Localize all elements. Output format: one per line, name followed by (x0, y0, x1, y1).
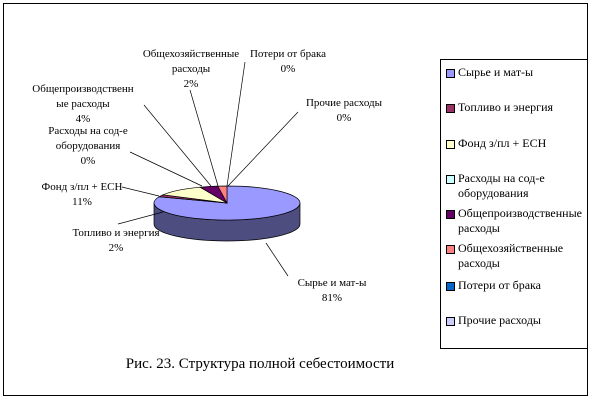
data-label-3: Расходы на сод-е оборудования 0% (48, 125, 128, 167)
data-label-percent: 0% (81, 155, 96, 167)
legend-label: Общехозяйственные расходы (458, 241, 564, 270)
legend-swatch (446, 317, 455, 326)
data-label-0: Сырье и мат-ы 81% (298, 277, 367, 304)
leader-line-0 (265, 242, 289, 277)
data-label-6: Потери от брака 0% (250, 48, 326, 75)
leader-line-7 (227, 111, 299, 187)
data-label-name: Прочие расходы (306, 97, 383, 109)
legend-swatch (446, 140, 455, 149)
data-label-percent: 2% (109, 242, 124, 254)
data-label-7: Прочие расходы 0% (306, 97, 383, 124)
leader-line-1 (117, 211, 164, 225)
legend-label: Расходы на сод-е оборудования (458, 171, 545, 200)
legend-swatch (446, 282, 455, 291)
leader-line-5 (189, 89, 219, 187)
legend-label: Фонд з/пл + ЕСН (458, 136, 547, 150)
legend-swatch (446, 175, 455, 184)
legend-label: Сырье и мат-ы (458, 65, 534, 79)
legend-label: Потери от брака (458, 278, 541, 292)
leader-line-6 (226, 61, 246, 187)
data-label-name: Расходы на сод-е (48, 125, 128, 137)
data-label-1: Топливо и энергия 2% (72, 227, 159, 254)
pie-layer (153, 185, 301, 242)
data-label-percent: 4% (76, 113, 91, 125)
data-label-name: оборудования (56, 140, 121, 152)
data-label-percent: 0% (281, 63, 296, 75)
legend-swatch (446, 69, 455, 78)
data-label-name: Общехозяйственные (143, 48, 239, 60)
data-label-percent: 0% (337, 112, 352, 124)
data-label-4: Общепроизводственн ые расходы 4% (32, 83, 133, 125)
data-label-name: ые расходы (56, 98, 110, 110)
data-label-name: Сырье и мат-ы (298, 277, 367, 289)
pie-slice-5 (217, 185, 228, 204)
data-label-name: Фонд з/пл + ЕСН (42, 181, 123, 193)
leader-lines (117, 61, 299, 277)
data-label-2: Фонд з/пл + ЕСН 11% (42, 181, 123, 208)
data-label-name: Общепроизводственн (32, 83, 133, 95)
leader-line-2 (121, 186, 160, 197)
leader-line-4 (143, 104, 212, 187)
data-label-name: расходы (172, 63, 211, 75)
legend-swatch (446, 210, 455, 219)
legend-swatch (446, 245, 455, 254)
legend-swatch (446, 104, 455, 113)
data-label-name: Топливо и энергия (72, 227, 159, 239)
pie-slice-0 (153, 185, 301, 221)
data-label-5: Общехозяйственные расходы 2% (143, 48, 239, 90)
chart-title: Рис. 23. Структура полной себестоимости (125, 356, 395, 372)
data-label-percent: 81% (322, 292, 342, 304)
data-label-name: Потери от брака (250, 48, 326, 60)
legend-label: Топливо и энергия (458, 100, 554, 114)
legend-label: Общепроизводственные расходы (458, 206, 582, 235)
data-label-percent: 11% (72, 196, 92, 208)
data-label-percent: 2% (184, 78, 199, 90)
leader-line-3 (129, 151, 203, 187)
data-labels: Сырье и мат-ы 81% Топливо и энергия 2% Фонд … (32, 48, 382, 304)
legend-label: Прочие расходы (458, 313, 541, 327)
